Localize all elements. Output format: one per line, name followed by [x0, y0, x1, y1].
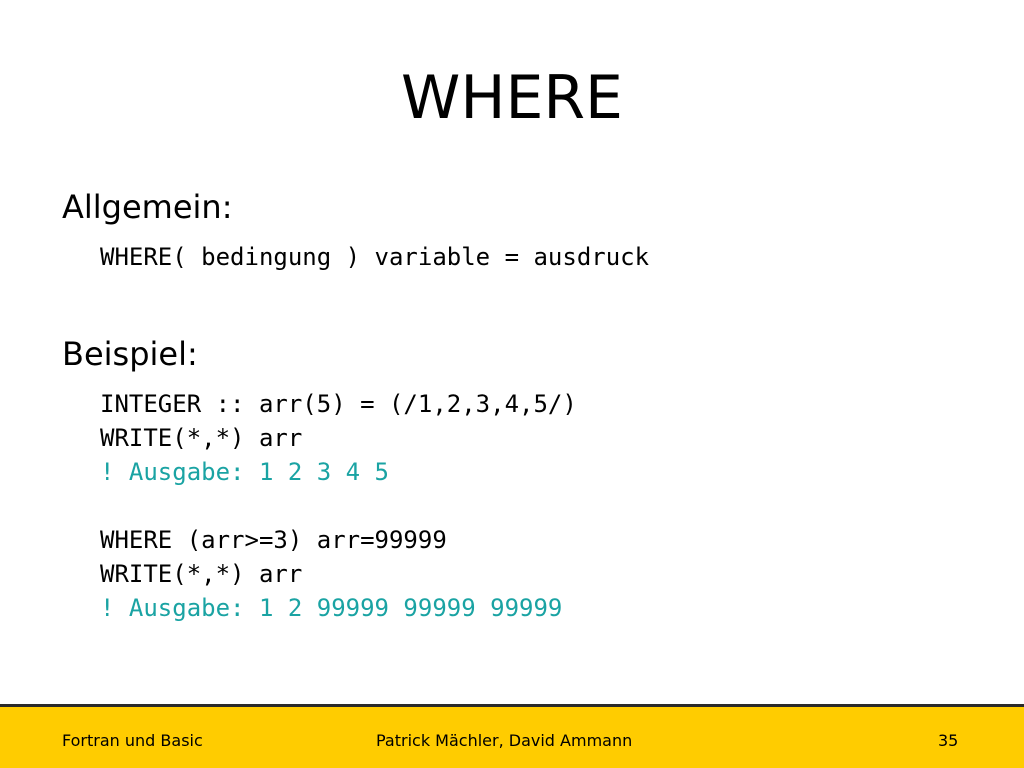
- footer-course-title: Fortran und Basic: [62, 731, 203, 750]
- footer-authors: Patrick Mächler, David Ammann: [376, 731, 633, 750]
- code-line: WRITE(*,*) arr: [100, 424, 303, 452]
- code-line: WHERE (arr>=3) arr=99999: [100, 526, 447, 554]
- code-syntax: WHERE( bedingung ) variable = ausdruck: [100, 243, 650, 271]
- footer-page-number: 35: [938, 731, 959, 750]
- code-comment: ! Ausgabe: 1 2 99999 99999 99999: [100, 594, 563, 622]
- code-line: INTEGER :: arr(5) = (/1,2,3,4,5/): [100, 390, 577, 418]
- slide-title: WHERE: [401, 63, 623, 133]
- heading-general: Allgemein:: [62, 188, 233, 226]
- code-comment: ! Ausgabe: 1 2 3 4 5: [100, 458, 389, 486]
- heading-example: Beispiel:: [62, 335, 198, 373]
- code-line: WRITE(*,*) arr: [100, 560, 303, 588]
- footer-bar: Fortran und Basic Patrick Mächler, David…: [0, 704, 1024, 768]
